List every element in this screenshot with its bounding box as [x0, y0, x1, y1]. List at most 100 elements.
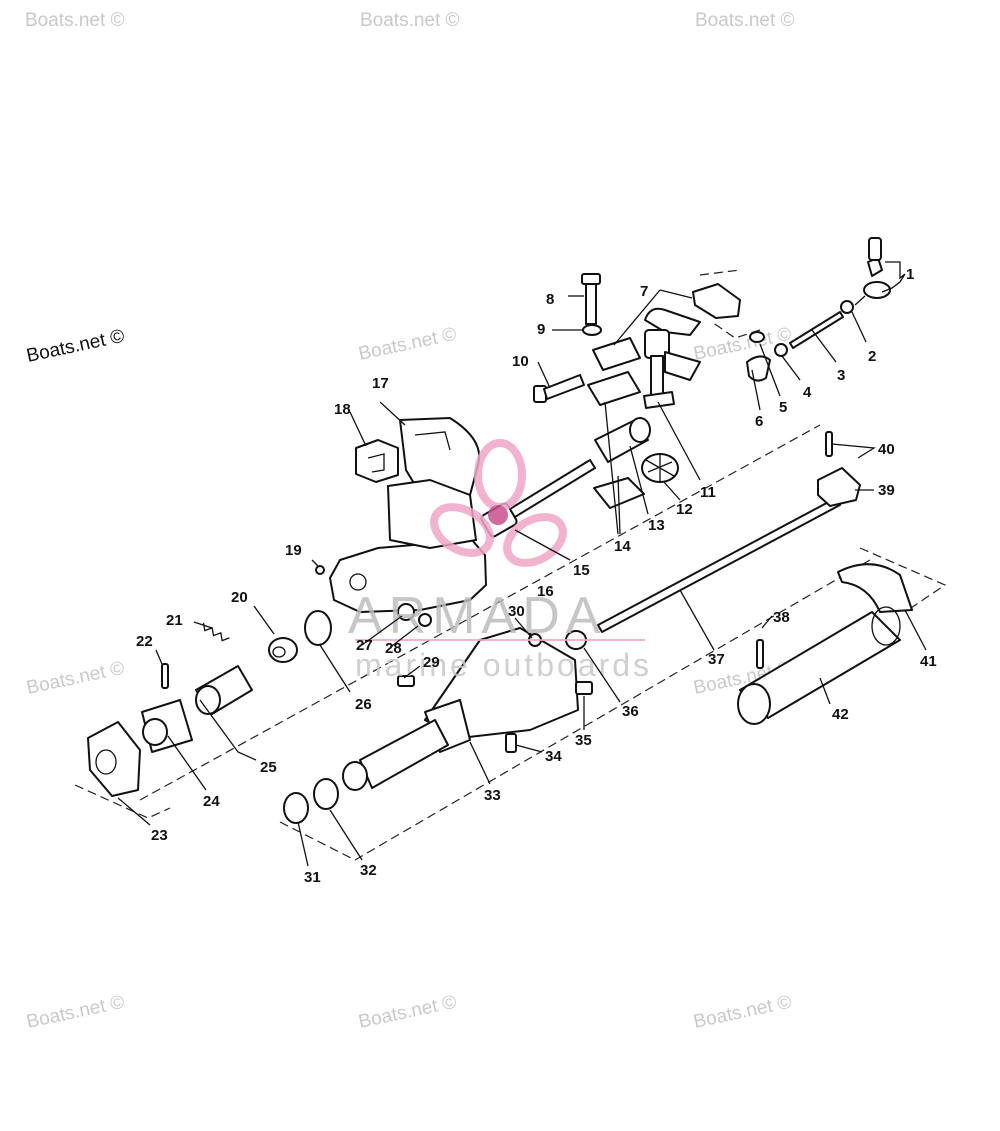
shaft-part: [480, 459, 596, 538]
pinion-part: [594, 417, 651, 463]
callout-32: 32: [360, 862, 377, 879]
washer-part: [582, 324, 602, 336]
callout-5: 5: [779, 399, 787, 416]
clip-part: [355, 439, 399, 483]
bellcrank-part: [643, 283, 741, 409]
logo-petal: [474, 439, 526, 511]
sleeve-part: [141, 699, 193, 753]
watermark-text: Boats.net ©: [25, 992, 127, 1033]
screw-part: [315, 565, 325, 575]
watermark-text: Boats.net ©: [25, 658, 127, 699]
ring-part: [304, 610, 332, 646]
logo-hub: [488, 505, 508, 525]
callout-16: 16: [537, 583, 554, 600]
bushing-part: [268, 637, 298, 663]
callout-31: 31: [304, 869, 321, 886]
callout-2: 2: [868, 348, 876, 365]
bolt-part: [533, 374, 585, 403]
callout-19: 19: [285, 542, 302, 559]
callout-36: 36: [622, 703, 639, 720]
callout-6: 6: [755, 413, 763, 430]
callout-18: 18: [334, 401, 351, 418]
flange-part: [87, 721, 141, 797]
callout-29: 29: [423, 654, 440, 671]
cover-part: [837, 563, 913, 613]
callout-26: 26: [355, 696, 372, 713]
parts: [87, 237, 913, 824]
callout-11: 11: [700, 484, 716, 501]
watermark-text: Boats.net ©: [360, 10, 460, 31]
callout-8: 8: [546, 291, 554, 308]
washer-part: [313, 778, 339, 810]
watermark-text: Boats.net ©: [25, 10, 125, 31]
callout-30: 30: [508, 603, 525, 620]
callout-23: 23: [151, 827, 168, 844]
callout-38: 38: [773, 609, 790, 626]
washer-part: [418, 613, 432, 627]
callout-33: 33: [484, 787, 501, 804]
callout-28: 28: [385, 640, 402, 657]
callout-15: 15: [573, 562, 590, 579]
bolt-part: [581, 273, 601, 325]
callout-25: 25: [260, 759, 277, 776]
coupler-part: [195, 665, 253, 715]
callout-35: 35: [575, 732, 592, 749]
watermark-text: Boats.net ©: [25, 326, 127, 367]
group-bracket-41: [859, 547, 947, 613]
ball-joint-part: [854, 237, 891, 306]
tube-part: [737, 606, 901, 725]
watermark-text: Boats.net ©: [357, 324, 459, 365]
callout-22: 22: [136, 633, 153, 650]
pin-part: [161, 663, 169, 689]
callout-40: 40: [878, 441, 895, 458]
watermark-text: Boats.net ©: [357, 992, 459, 1033]
callout-7: 7: [640, 283, 648, 300]
cylinder-body-part: [342, 627, 579, 791]
armada-logo: ARMADA marine outboards: [348, 439, 652, 683]
callout-39: 39: [878, 482, 895, 499]
group-bracket-31-32: [279, 559, 871, 861]
threaded-rod-part: [789, 311, 844, 349]
callout-1: 1: [906, 266, 914, 283]
nut-part: [840, 300, 854, 314]
callout-13: 13: [648, 517, 665, 534]
logo-tagline: marine outboards: [355, 647, 652, 683]
callout-41: 41: [920, 653, 937, 670]
clevis-part: [746, 331, 771, 382]
screw-part: [575, 681, 593, 695]
callout-14: 14: [614, 538, 631, 555]
pin-part: [756, 639, 764, 669]
long-shaft-part: [597, 497, 841, 633]
callout-9: 9: [537, 321, 545, 338]
callout-37: 37: [708, 651, 725, 668]
axis-line: [139, 424, 821, 801]
callout-3: 3: [837, 367, 845, 384]
callout-20: 20: [231, 589, 248, 606]
callout-42: 42: [832, 706, 849, 723]
callout-34: 34: [545, 748, 562, 765]
spring-part: [202, 622, 230, 642]
watermark-text: Boats.net ©: [695, 10, 795, 31]
control-housing-part: [329, 479, 487, 613]
callout-numbers: 1 2 3 4 5 6 7 8 9 10 11 12 13 14 15 16 1…: [136, 266, 937, 886]
callout-10: 10: [512, 353, 529, 370]
gear-part: [641, 453, 679, 483]
collar-part: [817, 467, 861, 507]
callout-27: 27: [356, 637, 373, 654]
pin-part: [825, 431, 833, 457]
logo-petal: [503, 513, 567, 567]
watermark-text: Boats.net ©: [692, 992, 794, 1033]
callout-21: 21: [166, 612, 183, 629]
screw-part: [505, 733, 517, 753]
leader-lines: [117, 261, 927, 867]
assembly-lines: [74, 269, 947, 861]
callout-17: 17: [372, 375, 389, 392]
callout-24: 24: [203, 793, 220, 810]
nut-part: [774, 343, 788, 357]
logo-petal: [430, 503, 494, 557]
washer-part: [283, 792, 309, 824]
callout-12: 12: [676, 501, 693, 518]
logo-name: ARMADA: [348, 587, 606, 645]
